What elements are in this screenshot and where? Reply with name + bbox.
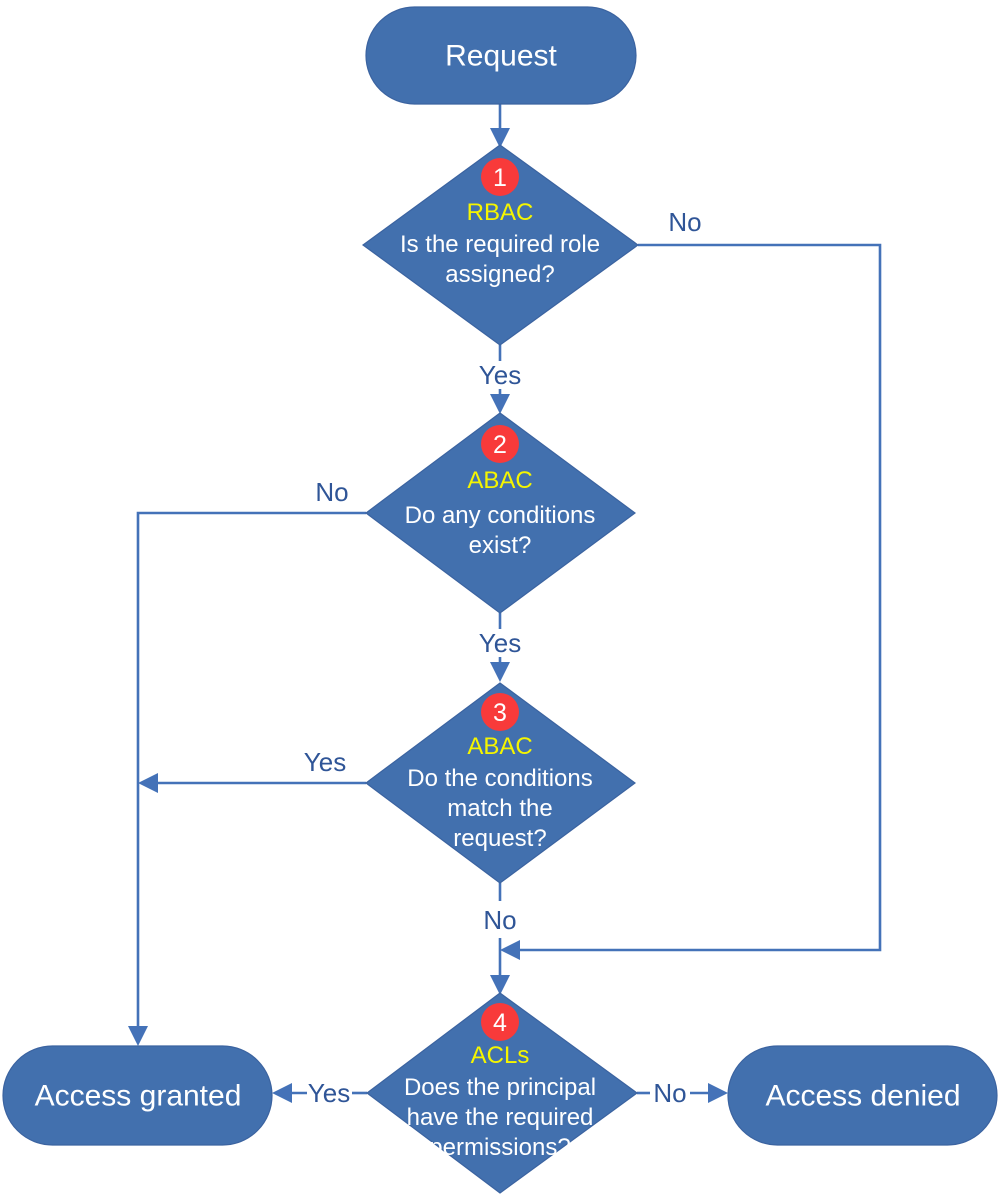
edge-d4-yes: Yes <box>272 1078 367 1108</box>
edge-d4-no: No <box>637 1078 728 1108</box>
edge-label-d3-yes: Yes <box>304 747 346 777</box>
node-decision-1-rbac[interactable]: 1 RBAC Is the required role assigned? <box>361 144 640 346</box>
badge-circle-2 <box>481 425 519 463</box>
arrowhead-icon <box>138 773 158 793</box>
badge-circle-3 <box>481 693 519 731</box>
decision-2-tag: ABAC <box>467 467 532 494</box>
arrowhead-icon <box>708 1083 728 1103</box>
decision-4-diamond-shape[interactable] <box>366 992 639 1194</box>
arrowhead-icon <box>128 1026 148 1046</box>
request-pill-shape[interactable] <box>365 6 637 105</box>
edge-label-d2-yes: Yes <box>479 628 521 658</box>
edge-line <box>136 511 366 1033</box>
decision-3-line-2: match the <box>447 795 552 822</box>
access-denied-label: Access denied <box>765 1080 960 1113</box>
edge-line <box>513 243 882 952</box>
decision-4-line-3: permissions? <box>429 1134 570 1161</box>
decision-1-diamond-shape[interactable] <box>361 144 640 346</box>
decision-2-line-1: Do any conditions <box>405 502 596 529</box>
arrowhead-icon <box>500 940 520 960</box>
arrowhead-icon <box>490 975 510 995</box>
decision-3-line-1: Do the conditions <box>407 765 592 792</box>
node-access-denied[interactable]: Access denied <box>727 1045 998 1146</box>
decision-3-line-3: request? <box>453 825 546 852</box>
node-decision-3-abac[interactable]: 3 ABAC Do the conditions match the reque… <box>364 682 637 884</box>
decision-1-line-2: assigned? <box>445 261 554 288</box>
access-granted-label: Access granted <box>35 1080 242 1113</box>
badge-circle-1 <box>481 158 519 196</box>
decision-1-line-1: Is the required role <box>400 231 600 258</box>
edge-d1-yes: Yes <box>479 345 521 414</box>
decision-3-tag: ABAC <box>467 733 532 760</box>
decision-3-diamond-shape[interactable] <box>364 682 637 884</box>
access-denied-pill-shape[interactable] <box>727 1045 998 1146</box>
decision-2-diamond-shape[interactable] <box>364 412 637 614</box>
decision-4-tag: ACLs <box>471 1042 530 1069</box>
edge-d2-yes: Yes <box>479 613 521 682</box>
edge-d2-no: No <box>128 477 366 1046</box>
edge-label-d3-no: No <box>483 905 516 935</box>
edge-d3-no: No <box>483 883 517 995</box>
request-label: Request <box>445 40 557 73</box>
arrowhead-icon <box>490 662 510 682</box>
edge-label-d1-yes: Yes <box>479 360 521 390</box>
node-access-granted[interactable]: Access granted <box>2 1045 273 1146</box>
decision-4-line-1: Does the principal <box>404 1074 596 1101</box>
badge-number-1: 1 <box>493 164 507 192</box>
edge-d1-no: No <box>500 207 882 960</box>
badge-number-3: 3 <box>493 699 507 727</box>
decision-1-tag: RBAC <box>467 199 534 226</box>
edge-label-d4-no: No <box>653 1078 686 1108</box>
arrowhead-icon <box>490 394 510 414</box>
badge-circle-4 <box>481 1003 519 1041</box>
edge-d3-yes: Yes <box>138 747 366 793</box>
edge-label-d4-yes: Yes <box>308 1078 350 1108</box>
edge-start-to-d1 <box>490 103 510 148</box>
edge-label-d2-no: No <box>315 477 348 507</box>
node-decision-4-acls[interactable]: 4 ACLs Does the principal have the requi… <box>366 992 639 1194</box>
arrowhead-icon <box>490 128 510 148</box>
arrowhead-icon <box>272 1083 292 1103</box>
access-granted-pill-shape[interactable] <box>2 1045 273 1146</box>
badge-number-2: 2 <box>493 431 507 459</box>
node-decision-2-abac[interactable]: 2 ABAC Do any conditions exist? <box>364 412 637 614</box>
decision-2-line-2: exist? <box>469 532 532 559</box>
badge-number-4: 4 <box>493 1009 507 1037</box>
edge-label-d1-no: No <box>668 207 701 237</box>
decision-4-line-2: have the required <box>407 1104 594 1131</box>
node-request[interactable]: Request <box>365 6 637 105</box>
